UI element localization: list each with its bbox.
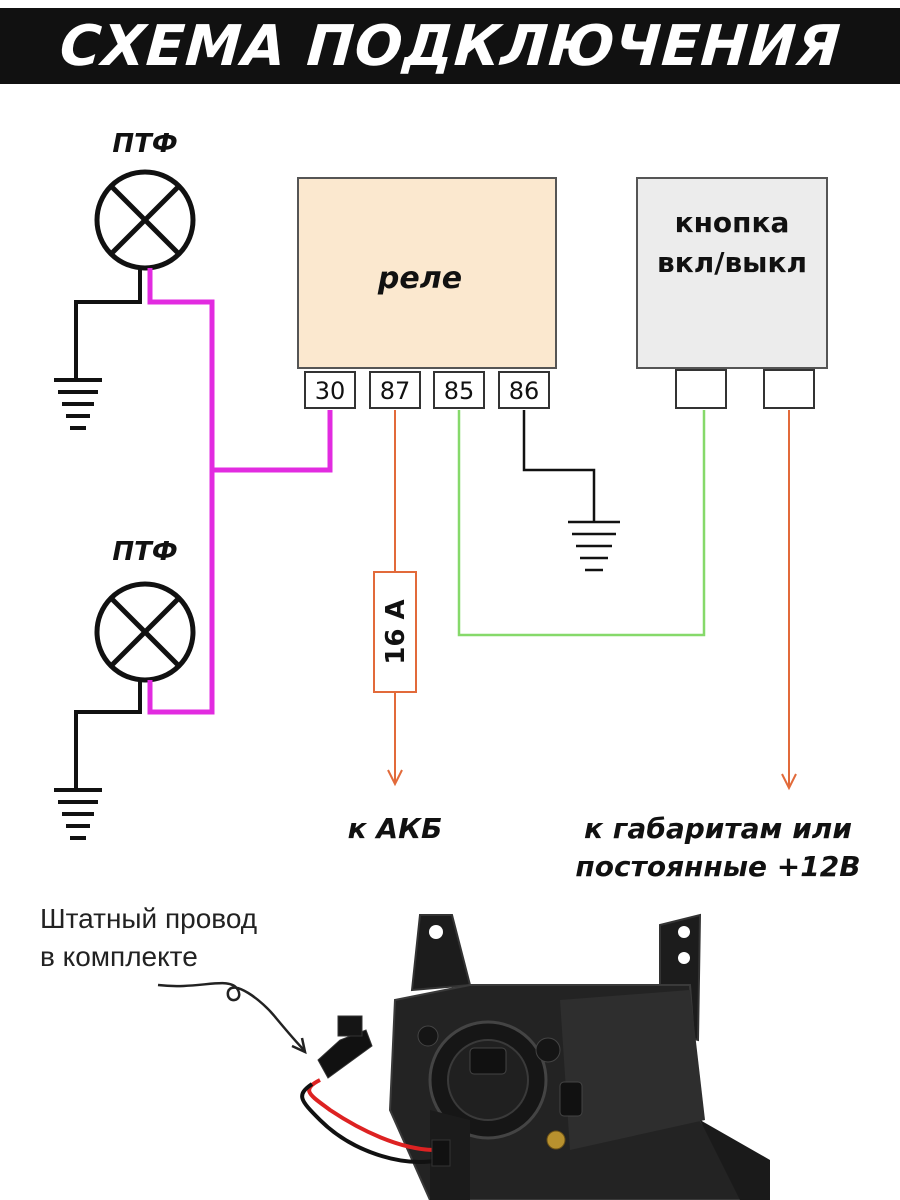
switch-terminal-1 xyxy=(675,369,727,409)
lamp-1-ground-icon xyxy=(54,268,142,430)
relay-pin-30: 30 xyxy=(304,371,356,409)
callout-line2: в комплекте xyxy=(40,941,198,972)
lamp-2-ground-icon xyxy=(54,680,142,840)
battery-label: к АКБ xyxy=(348,812,443,845)
switch-label-line2: вкл/выкл xyxy=(657,246,807,279)
lamp-1-icon xyxy=(94,169,196,271)
callout-arrow-icon xyxy=(157,981,307,1055)
relay-pin-85-label: 85 xyxy=(444,377,475,405)
lamp-1-label: ПТФ xyxy=(112,129,177,159)
orange-wire-lights xyxy=(781,410,797,791)
fuse: 16 А xyxy=(373,571,417,693)
switch-terminal-2 xyxy=(763,369,815,409)
lights-label-line2: постоянные +12В xyxy=(575,850,860,883)
switch-box xyxy=(636,177,828,369)
orange-wire-battery xyxy=(387,410,403,787)
fog-lamp-illustration xyxy=(388,913,770,1200)
switch-label-line1: кнопка xyxy=(675,206,790,239)
lamp-2-icon xyxy=(94,581,196,683)
wire-connector-illustration xyxy=(300,1015,451,1167)
relay-pin-87: 87 xyxy=(369,371,421,409)
relay-label: реле xyxy=(377,261,462,296)
relay-pin-86-label: 86 xyxy=(509,377,540,405)
title-banner: СХЕМА ПОДКЛЮЧЕНИЯ xyxy=(0,8,900,84)
callout-line1: Штатный провод xyxy=(40,903,257,934)
green-wire xyxy=(457,410,706,637)
magenta-wire xyxy=(147,268,333,715)
relay-pin-30-label: 30 xyxy=(315,377,346,405)
relay-pin-87-label: 87 xyxy=(380,377,411,405)
relay-ground-icon xyxy=(522,410,620,572)
relay-box xyxy=(297,177,557,369)
relay-pin-86: 86 xyxy=(498,371,550,409)
lights-label-line1: к габаритам или xyxy=(584,812,852,845)
relay-pin-85: 85 xyxy=(433,371,485,409)
fuse-label: 16 А xyxy=(381,599,411,664)
lamp-2-label: ПТФ xyxy=(112,537,177,567)
